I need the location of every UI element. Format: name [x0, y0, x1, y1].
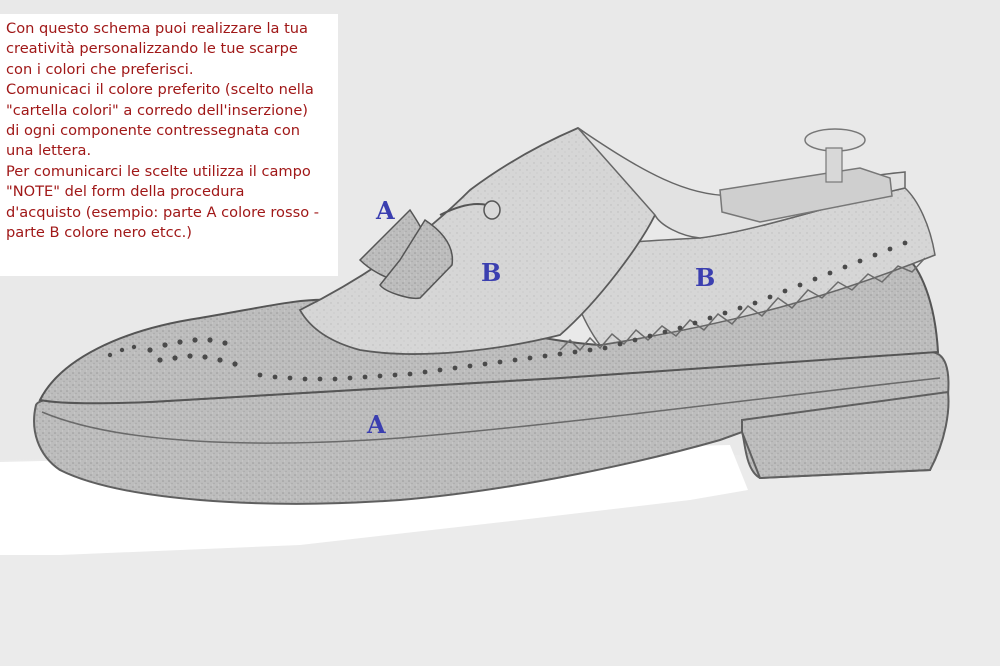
instruction-line: "cartella colori" a corredo dell'inserzi… [6, 101, 308, 119]
customization-instructions: Con questo schema puoi realizzare la tua… [0, 14, 338, 276]
instruction-line: con i colori che preferisci. [6, 60, 194, 78]
instruction-line: parte B colore nero etcc.) [6, 224, 192, 242]
sole-welt-line [41, 377, 941, 444]
instruction-line: "NOTE" del form della procedura [6, 183, 245, 201]
quarter-serration [559, 257, 926, 352]
instruction-line: Con questo schema puoi realizzare la tua [6, 20, 309, 37]
brogue-perforations [107, 240, 908, 382]
instruction-line: Per comunicarci le scelte utilizza il ca… [6, 162, 311, 180]
instruction-line: una lettera. [6, 142, 92, 160]
shoe-tree-stem [825, 147, 843, 183]
instruction-line: Comunicaci il colore preferito (scelto n… [6, 81, 314, 99]
part-label-vamp: B [481, 258, 502, 287]
part-label-sole: A [367, 410, 386, 439]
heel-shape [741, 390, 950, 480]
shoe-tree-block [719, 167, 893, 223]
part-label-tassel: A [376, 196, 395, 225]
instruction-line: creatività personalizzando le tue scarpe [6, 40, 298, 58]
tassel-knot [483, 200, 501, 220]
tassel-right [379, 218, 454, 300]
instruction-line: d'acquisto (esempio: parte A colore ross… [6, 203, 320, 221]
collar-opening [577, 127, 906, 239]
instruction-line: di ogni componente contressegnata con [6, 122, 300, 140]
part-label-quarter: B [695, 263, 716, 292]
